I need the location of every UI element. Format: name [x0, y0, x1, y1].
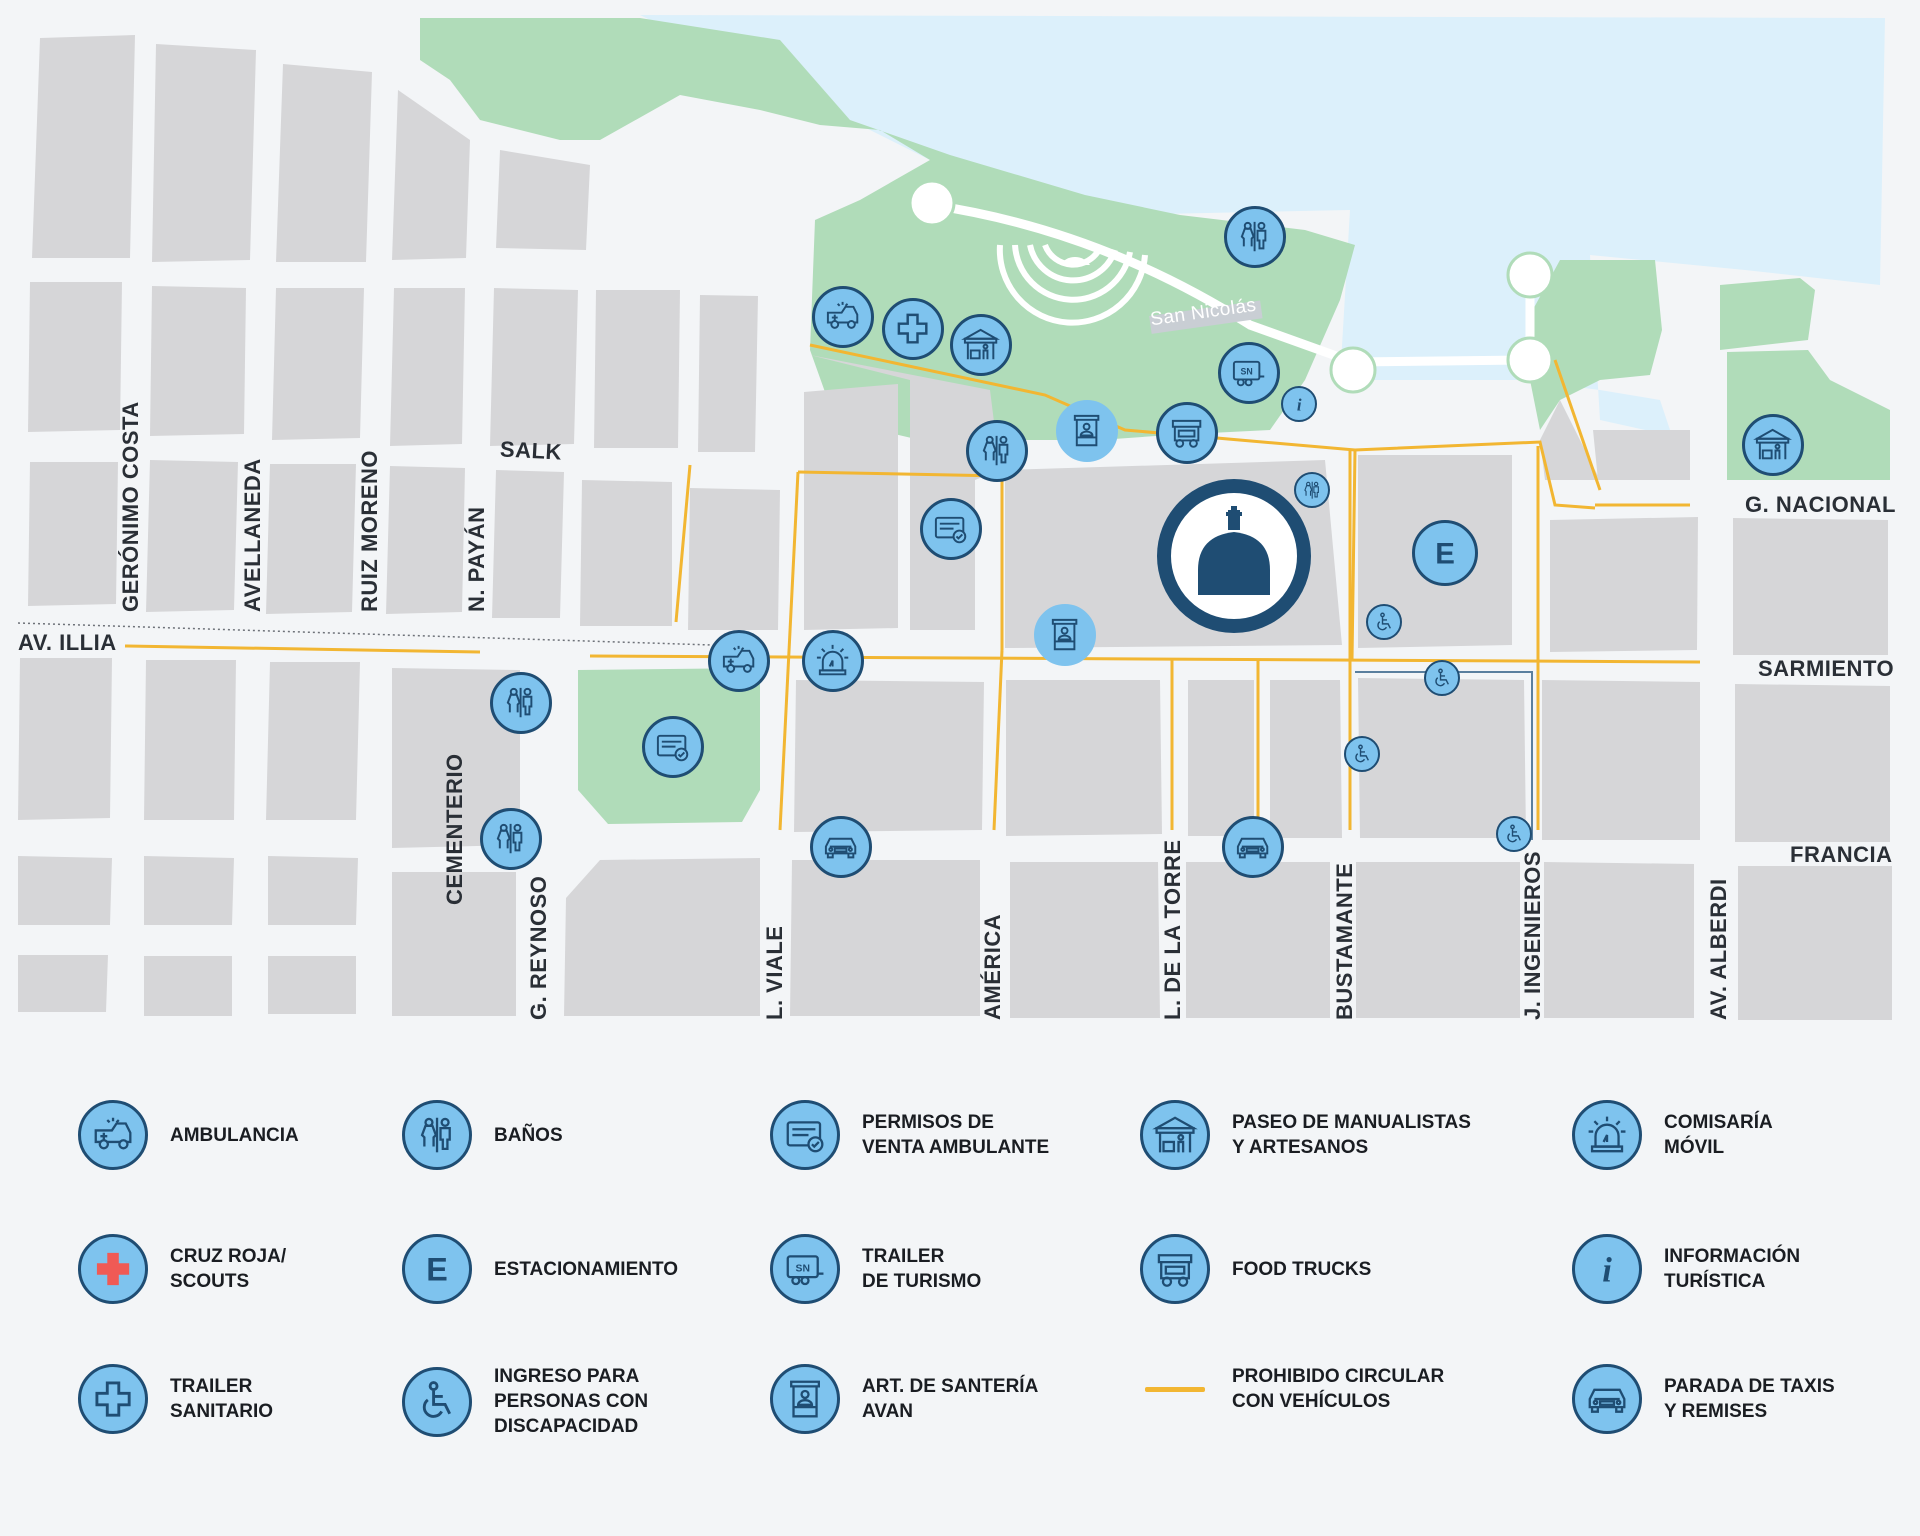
wheelchair-icon[interactable]: [1424, 660, 1460, 696]
legend-label: AMBULANCIA: [170, 1124, 299, 1146]
ambulance-icon: [78, 1100, 148, 1170]
legend-item-ambulancia: AMBULANCIA: [78, 1100, 299, 1170]
taxi-icon[interactable]: [810, 816, 872, 878]
street-ruiz-moreno: RUIZ MORENO: [357, 450, 382, 612]
street-l-de-la-torre: L. DE LA TORRE: [1160, 839, 1185, 1020]
legend-label: FOOD TRUCKS: [1232, 1258, 1372, 1280]
legend-item-estacionamiento: ESTACIONAMIENTO: [402, 1234, 678, 1304]
police-siren-icon: [1572, 1100, 1642, 1170]
street-avellaneda: AVELLANEDA: [240, 458, 265, 612]
legend-label: PROHIBIDO CIRCULAR CON VEHÍCULOS: [1232, 1366, 1445, 1412]
street-av-alberdi: AV. ALBERDI: [1706, 878, 1731, 1020]
kiosk-icon[interactable]: [1034, 604, 1096, 666]
legend-item-banos: BAÑOS: [402, 1100, 563, 1170]
street-l-viale: L. VIALE: [762, 925, 787, 1020]
restroom-icon[interactable]: [480, 808, 542, 870]
legend-label: CRUZ ROJA/ SCOUTS: [170, 1246, 287, 1292]
restroom-icon[interactable]: [1294, 472, 1330, 508]
restroom-icon[interactable]: [1224, 206, 1286, 268]
legend-label: TRAILER DE TURISMO: [862, 1246, 982, 1292]
kiosk-icon[interactable]: [1056, 400, 1118, 462]
street-francia: FRANCIA: [1790, 842, 1893, 867]
street-sarmiento: SARMIENTO: [1758, 656, 1895, 681]
san-nicolas-sign: [1149, 300, 1263, 334]
info-icon: [1572, 1234, 1642, 1304]
ambulance-icon[interactable]: [708, 630, 770, 692]
kiosk-icon: [770, 1364, 840, 1434]
restroom-icon[interactable]: [490, 672, 552, 734]
street-cementerio: CEMENTERIO: [442, 753, 467, 905]
street-bustamante: BUSTAMANTE: [1332, 862, 1357, 1020]
red-cross-icon: [78, 1234, 148, 1304]
legend-item-ingreso: INGRESO PARA PERSONAS CON DISCAPACIDAD: [402, 1364, 648, 1439]
legend-item-food-trucks: FOOD TRUCKS: [1140, 1234, 1371, 1304]
legend-label: ESTACIONAMIENTO: [494, 1258, 679, 1280]
legend-label: PASEO DE MANUALISTAS Y ARTESANOS: [1232, 1112, 1471, 1158]
legend-item-prohibido: PROHIBIDO CIRCULAR CON VEHÍCULOS: [1140, 1364, 1444, 1414]
street-n-payan: N. PAYÁN: [464, 506, 489, 612]
legend-label: COMISARÍA MÓVIL: [1664, 1112, 1773, 1158]
legend-item-permisos: PERMISOS DE VENTA AMBULANTE: [770, 1100, 1049, 1170]
map-legend: AMBULANCIA BAÑOS PERMISOS DE VENTA AMBUL…: [0, 1060, 1920, 1520]
legend-label: ART. DE SANTERÍA AVAN: [862, 1376, 1039, 1422]
event-map: San Nicolás GERÓNIMO COSTA AVELLANEDA RU…: [17, 15, 1896, 1020]
taxi-icon[interactable]: [1222, 816, 1284, 878]
basilica-landmark: [1157, 479, 1311, 633]
wheelchair-icon[interactable]: [1366, 604, 1402, 640]
parking-e-icon: [402, 1234, 472, 1304]
police-siren-icon[interactable]: [802, 630, 864, 692]
taxi-icon: [1572, 1364, 1642, 1434]
legend-item-trailer-sanitario: TRAILER SANITARIO: [78, 1364, 273, 1434]
legend-label: INGRESO PARA PERSONAS CON DISCAPACIDAD: [494, 1366, 649, 1437]
legend-item-comisaria: COMISARÍA MÓVIL: [1572, 1100, 1773, 1170]
legend-item-informacion: INFORMACIÓN TURÍSTICA: [1572, 1234, 1800, 1304]
food-truck-icon[interactable]: [1156, 402, 1218, 464]
health-cross-icon: [78, 1364, 148, 1434]
street-america: AMÉRICA: [980, 913, 1005, 1020]
legend-item-santeria: ART. DE SANTERÍA AVAN: [770, 1364, 1038, 1434]
street-salk: SALK: [499, 436, 563, 465]
legend-label: INFORMACIÓN TURÍSTICA: [1664, 1246, 1801, 1292]
street-av-illia: AV. ILLIA: [18, 630, 117, 655]
info-icon[interactable]: [1281, 386, 1317, 422]
permit-card-icon[interactable]: [642, 716, 704, 778]
parking-e-icon[interactable]: [1412, 520, 1478, 586]
legend-item-taxis: PARADA DE TAXIS Y REMISES: [1572, 1364, 1835, 1434]
wheelchair-icon[interactable]: [1496, 816, 1532, 852]
legend-item-paseo: PASEO DE MANUALISTAS Y ARTESANOS: [1140, 1100, 1471, 1170]
legend-label: PARADA DE TAXIS Y REMISES: [1664, 1376, 1835, 1422]
street-g-reynoso: G. REYNOSO: [526, 875, 551, 1020]
legend-label: TRAILER SANITARIO: [170, 1376, 274, 1422]
coastal-park: [420, 18, 1355, 440]
east-park: [1720, 278, 1815, 350]
permit-card-icon: [770, 1100, 840, 1170]
street-geronimo-costa: GERÓNIMO COSTA: [118, 401, 143, 612]
permit-card-icon[interactable]: [920, 498, 982, 560]
restroom-icon: [402, 1100, 472, 1170]
health-cross-icon[interactable]: [882, 298, 944, 360]
wheelchair-icon: [402, 1366, 472, 1437]
food-truck-icon: [1140, 1234, 1210, 1304]
artisan-tent-icon[interactable]: [1742, 414, 1804, 476]
legend-item-cruz-roja: CRUZ ROJA/ SCOUTS: [78, 1234, 286, 1304]
wheelchair-icon[interactable]: [1344, 736, 1380, 772]
map-background: [17, 15, 1892, 1020]
tourism-trailer-icon[interactable]: [1218, 342, 1280, 404]
street-j-ingenieros: J. INGENIEROS: [1520, 850, 1545, 1020]
legend-label: BAÑOS: [494, 1124, 563, 1146]
restroom-icon[interactable]: [966, 420, 1028, 482]
restricted-line: [1145, 1386, 1205, 1392]
artisan-tent-icon[interactable]: [950, 314, 1012, 376]
legend-item-trailer-turismo: TRAILER DE TURISMO: [770, 1234, 981, 1304]
ambulance-icon[interactable]: [812, 286, 874, 348]
artisan-tent-icon: [1140, 1100, 1210, 1170]
legend-label: PERMISOS DE VENTA AMBULANTE: [862, 1112, 1050, 1158]
tourism-trailer-icon: [770, 1234, 840, 1304]
street-g-nacional: G. NACIONAL: [1745, 492, 1896, 517]
